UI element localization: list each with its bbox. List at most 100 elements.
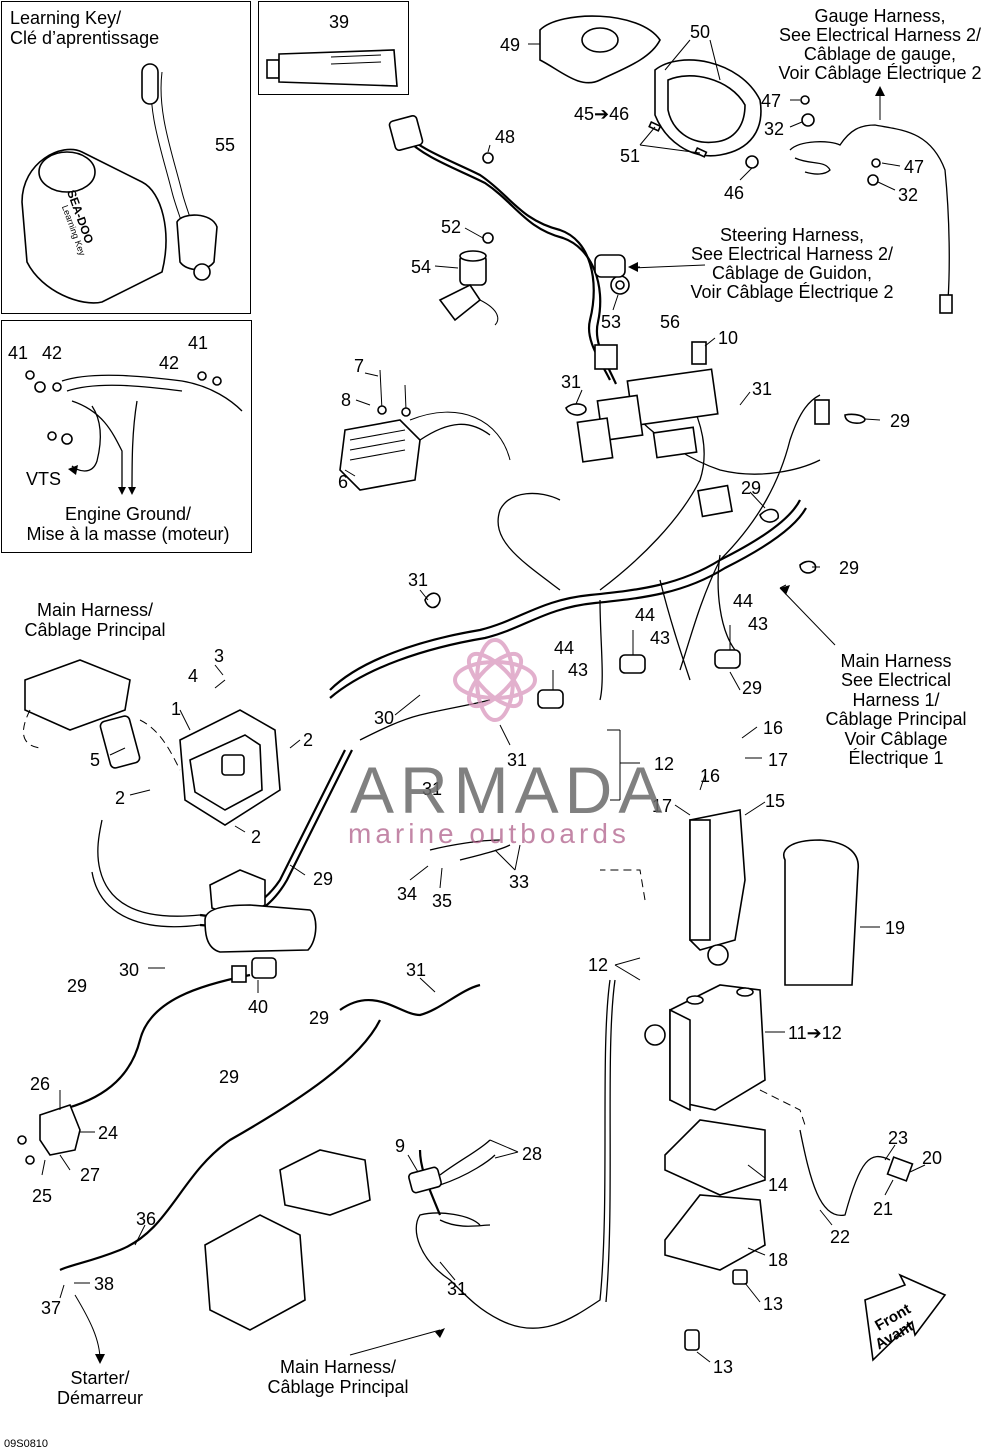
learning-key-title: Learning Key/: [10, 8, 122, 28]
grease-tube-box: 39: [258, 1, 409, 95]
part-label-32-b: 32: [898, 185, 919, 205]
part-label-44-c: 44: [554, 638, 575, 658]
part-label-20: 20: [922, 1148, 943, 1168]
part-label-46: 46: [724, 183, 745, 203]
part-label-18: 18: [768, 1250, 789, 1270]
main-harness-left-note-2: Câblage Principal: [24, 620, 166, 640]
part-label-2-c: 2: [251, 827, 262, 847]
gauge-harness-note-3: Câblage de gauge,: [803, 44, 957, 64]
main-harness-bottom-note-2: Câblage Principal: [267, 1377, 409, 1397]
part-label-7: 7: [354, 356, 365, 376]
part-label-9: 9: [395, 1136, 406, 1156]
part-label-2-a: 2: [303, 730, 314, 750]
steering-harness-note-3: Câblage de Guidon,: [711, 263, 873, 283]
part-label-51: 51: [620, 146, 641, 166]
main-harness-right-note-6: Électrique 1: [848, 748, 944, 768]
learning-key-artwork: [21, 63, 218, 304]
part-39-label: 39: [329, 12, 350, 32]
engine-ground-title: Engine Ground/: [64, 504, 192, 524]
part-label-52: 52: [441, 217, 462, 237]
starter-note-1: Starter/: [70, 1368, 130, 1388]
part-label-38: 38: [94, 1274, 115, 1294]
part-label-40: 40: [248, 997, 269, 1017]
part-label-31-a: 31: [561, 372, 582, 392]
leader-lines: [41, 39, 926, 1363]
gauge-harness-note-4: Voir Câblage Électrique 2: [778, 63, 982, 83]
part-label-44-a: 44: [635, 605, 656, 625]
part-label-15: 15: [765, 791, 786, 811]
battery-group: [600, 809, 859, 1351]
gauge-harness-note-1: Gauge Harness,: [814, 6, 946, 26]
part-label-37: 37: [41, 1298, 62, 1318]
arrow-heads: [95, 86, 885, 1364]
part-label-30-a: 30: [374, 708, 395, 728]
watermark-logo: [453, 638, 537, 722]
voltage-regulator: [339, 369, 511, 491]
learning-key-title-fr: Clé d’aprentissage: [10, 28, 160, 48]
part-label-25: 25: [32, 1186, 53, 1206]
part-label-43-a: 43: [650, 628, 671, 648]
part-label-29-g: 29: [309, 1008, 330, 1028]
main-harness-right-note-1: Main Harness: [840, 651, 952, 671]
part-label-36: 36: [136, 1209, 157, 1229]
fuse-box-upper: [565, 341, 866, 518]
main-harness-right-note-3: Harness 1/: [852, 690, 940, 710]
part-label-19: 19: [885, 918, 906, 938]
part-label-29-b: 29: [741, 478, 762, 498]
part-label-24: 24: [98, 1123, 119, 1143]
learning-key-box: Learning Key/ Clé d’aprentissage 55 SEA-…: [1, 1, 251, 314]
part-label-23: 23: [888, 1128, 909, 1148]
battery-cables: [59, 839, 914, 1329]
part-label-34: 34: [397, 884, 418, 904]
part-label-21: 21: [873, 1199, 894, 1219]
part-label-29-f: 29: [67, 976, 88, 996]
part-label-50: 50: [690, 22, 711, 42]
part-41-label-right: 41: [188, 333, 209, 353]
part-label-44-b: 44: [733, 591, 754, 611]
part-label-53: 53: [601, 312, 622, 332]
watermark-subtitle: marine outboards: [348, 818, 630, 849]
part-label-29-c: 29: [839, 558, 860, 578]
part-41-label-left: 41: [8, 343, 29, 363]
engine-ground-title-fr: Mise à la masse (moteur): [26, 524, 230, 544]
part-label-12-a: 12: [654, 754, 675, 774]
part-label-27: 27: [80, 1165, 101, 1185]
gauge-harness-note-2: See Electrical Harness 2/: [778, 25, 982, 45]
part-42-label-right: 42: [159, 353, 180, 373]
part-label-17-a: 17: [768, 750, 789, 770]
part-label-13-a: 13: [763, 1294, 784, 1314]
part-label-29-h: 29: [219, 1067, 240, 1087]
part-label-2-b: 2: [115, 788, 126, 808]
part-label-28: 28: [522, 1144, 543, 1164]
part-label-33: 33: [509, 872, 530, 892]
front-arrow: [864, 1273, 947, 1362]
main-harness-trunk: [91, 394, 821, 928]
part-label-47-b: 47: [904, 157, 925, 177]
part-55-label: 55: [215, 135, 236, 155]
part-label-17-b: 17: [652, 796, 673, 816]
engine-ground-box: 41 42 42 41 VTS Engine Ground/ Mise à la…: [1, 320, 252, 553]
main-harness-right-note-5: Voir Câblage: [844, 729, 948, 749]
part-label-10: 10: [718, 328, 739, 348]
starter-relay-and-lower-fusebox: [204, 1139, 496, 1331]
part-label-12-b: 12: [588, 955, 609, 975]
steering-harness-note-2: See Electrical Harness 2/: [690, 244, 894, 264]
harness-clips: [424, 508, 817, 709]
main-harness-right-note-2: See Electrical: [840, 670, 952, 690]
part-label-29-d: 29: [742, 678, 763, 698]
part-label-31-f: 31: [406, 960, 427, 980]
part-label-22: 22: [830, 1227, 851, 1247]
ignition-components: [17, 869, 317, 1165]
part-label-43-b: 43: [748, 614, 769, 634]
vts-label: VTS: [26, 469, 62, 489]
steering-harness-note-4: Voir Câblage Électrique 2: [690, 282, 894, 302]
steering-harness-wire: [388, 114, 618, 385]
gauge-harness-wire: [789, 124, 953, 314]
part-label-13-b: 13: [713, 1357, 734, 1377]
part-label-56: 56: [660, 312, 681, 332]
main-fuse-box-left: [22, 659, 281, 826]
part-label-35: 35: [432, 891, 453, 911]
part-label-48: 48: [495, 127, 516, 147]
